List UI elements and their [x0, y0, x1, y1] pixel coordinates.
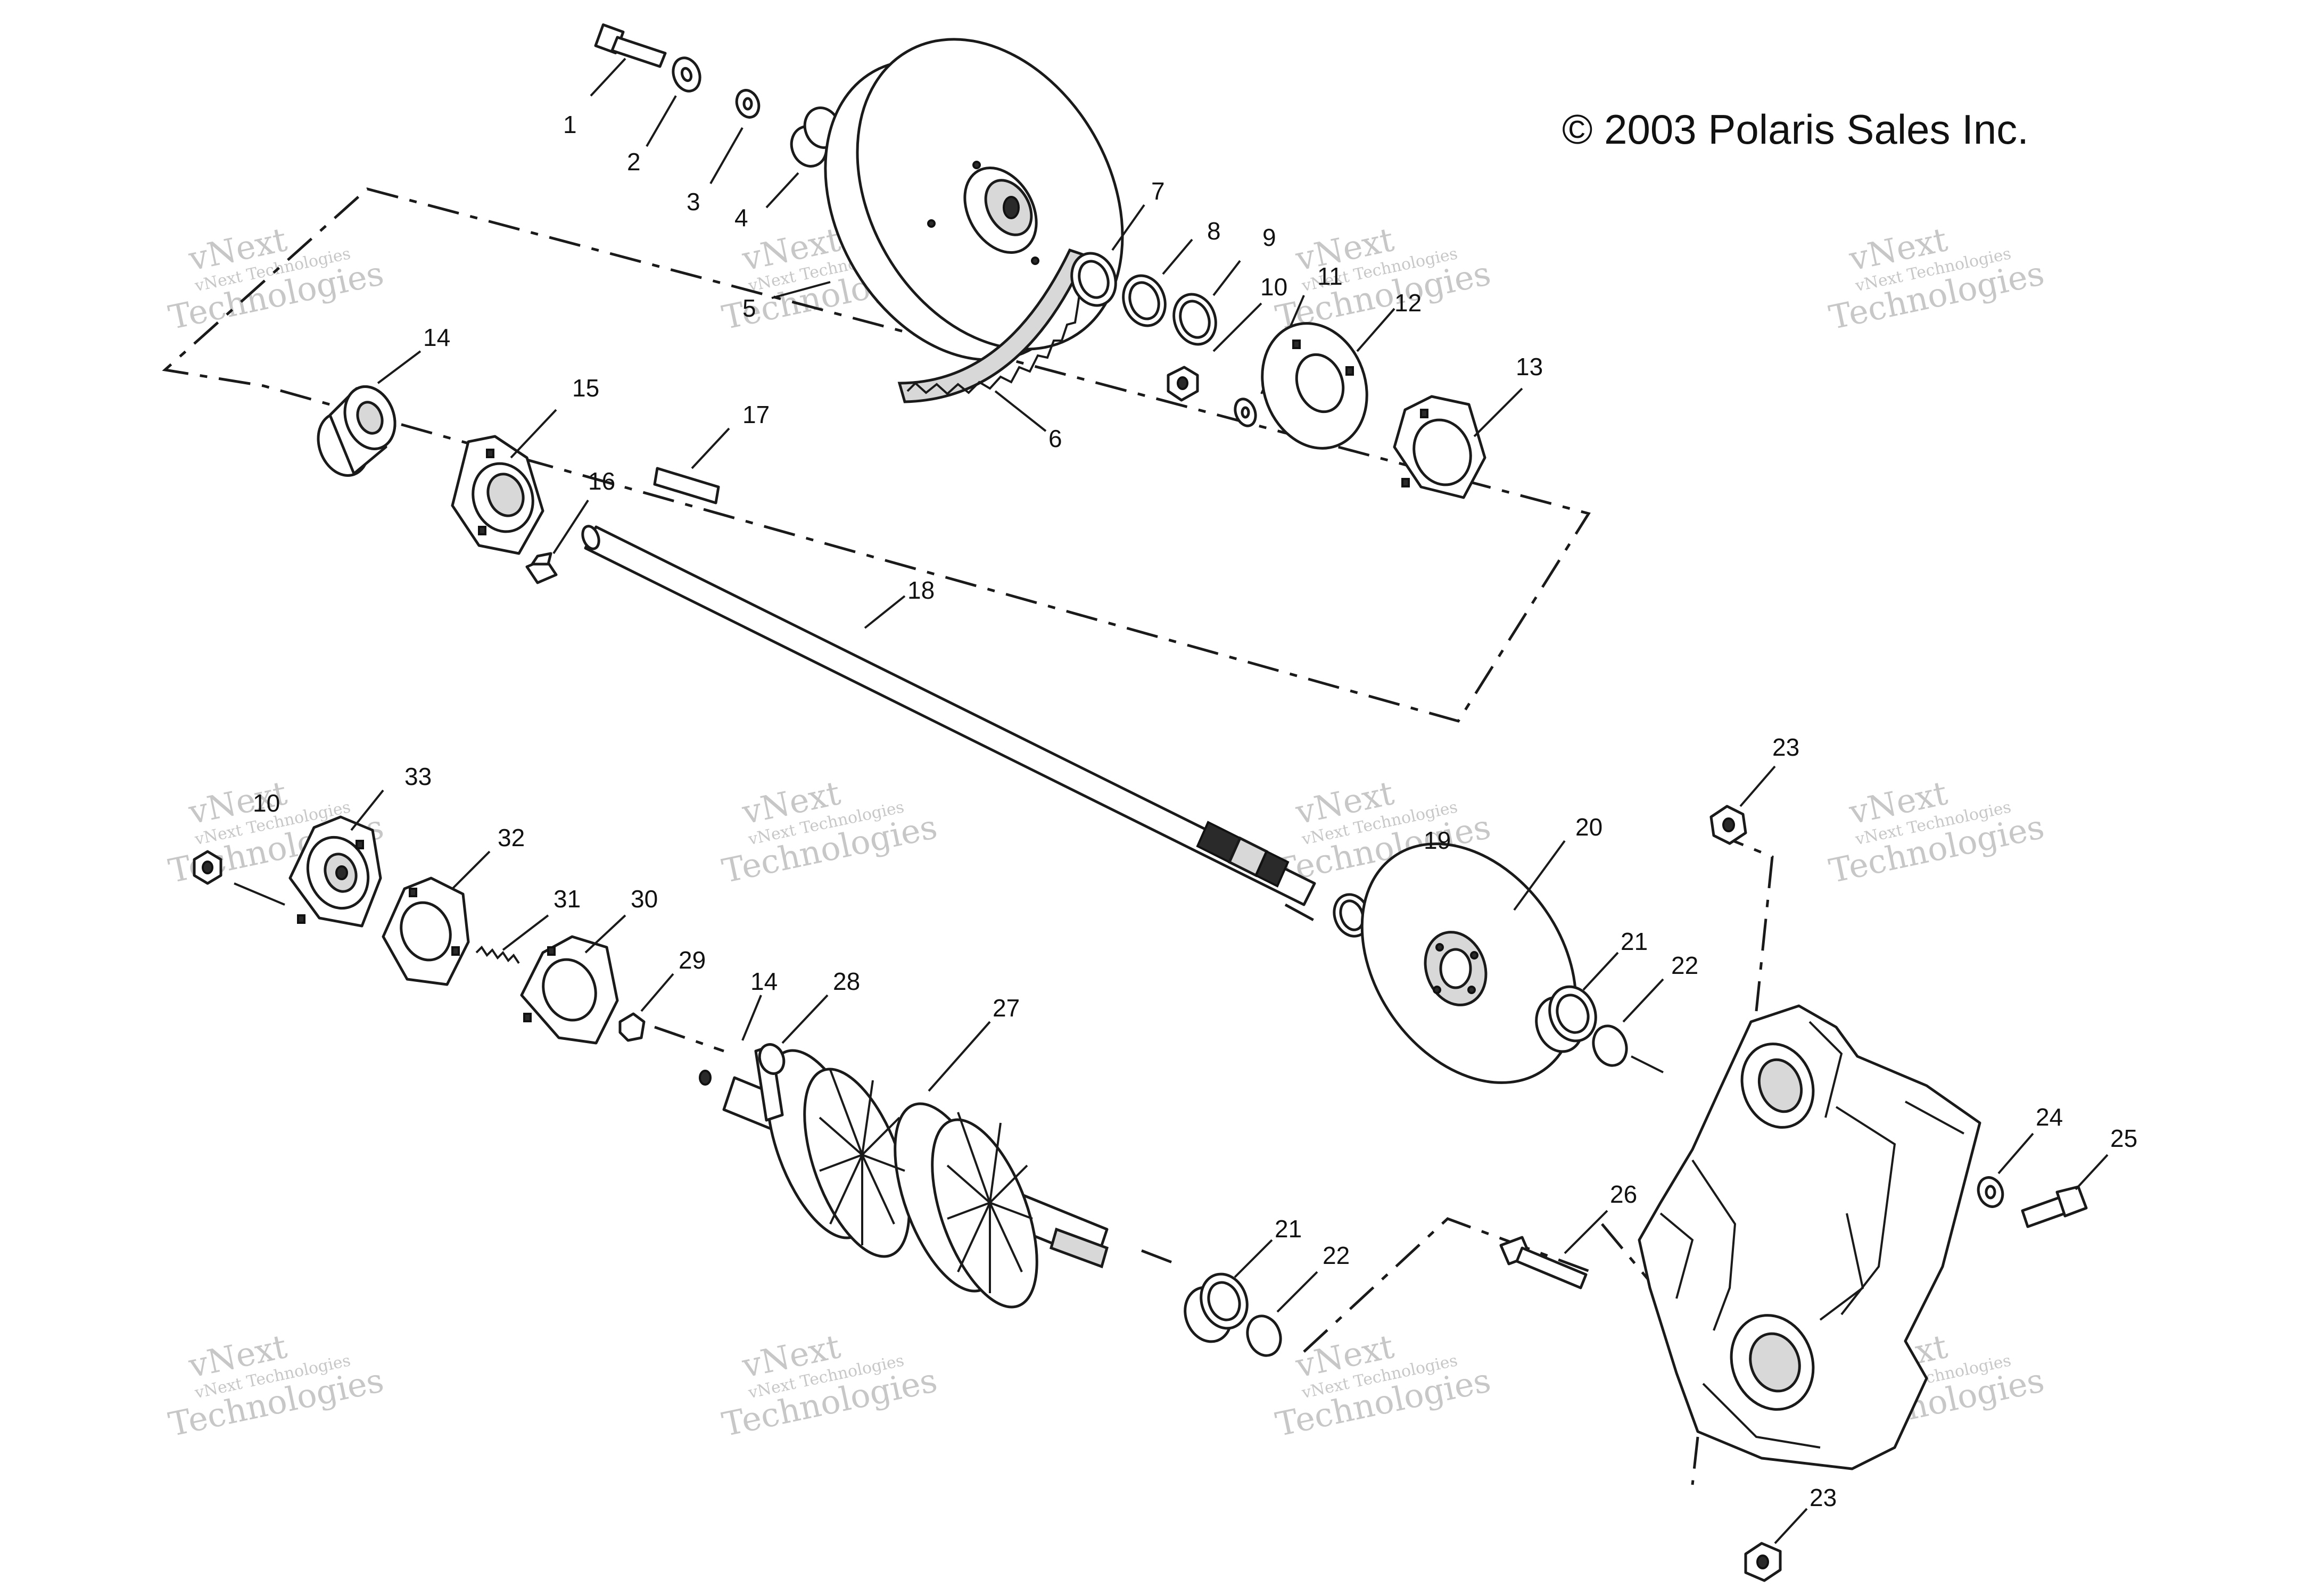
part-28-bearing	[758, 994, 829, 1075]
callout-14-lower: 14	[750, 967, 778, 995]
callout-25: 25	[2110, 1124, 2137, 1152]
part-24-washer	[1977, 1132, 2034, 1208]
part-2-washer	[646, 56, 701, 147]
part-33-bearing-flange	[288, 789, 384, 928]
part-1-bolt	[590, 23, 667, 97]
callout-23-bottom: 23	[1810, 1484, 1837, 1511]
callout-24: 24	[2036, 1103, 2063, 1131]
part-18-driveshaft	[581, 525, 1316, 906]
part-22-seal-lower	[1246, 1271, 1318, 1357]
callout-6: 6	[1048, 425, 1062, 452]
part-29-grease-fitting	[618, 973, 674, 1042]
watermark-10: vNext vNext Technologies Technologies	[718, 1327, 940, 1444]
callout-1: 1	[563, 111, 577, 138]
callout-2: 2	[627, 148, 641, 176]
part-14-bearing-lower	[741, 995, 762, 1041]
callout-17: 17	[742, 401, 770, 428]
callout-10-lower: 10	[253, 789, 280, 817]
part-12-bearing-flange	[1261, 308, 1395, 450]
part-8-ring	[1122, 238, 1193, 327]
callout-20: 20	[1575, 813, 1602, 841]
callout-8: 8	[1207, 217, 1221, 245]
callout-9: 9	[1262, 224, 1276, 251]
copyright-notice: © 2003 Polaris Sales Inc.	[1562, 106, 2029, 153]
callout-31: 31	[554, 885, 581, 913]
callout-labels: 1 2 3 4 5 6 7 8 9 10 11 12 13 14 15 16 1…	[253, 111, 2137, 1511]
callout-21-upper: 21	[1621, 928, 1648, 955]
assembly-line-shaft-center	[654, 903, 1316, 1266]
watermark-9: vNext vNext Technologies Technologies	[165, 1327, 387, 1444]
callout-23-top: 23	[1772, 733, 1799, 761]
part-17-key	[653, 427, 730, 505]
callout-5: 5	[742, 294, 756, 322]
watermark-8: vNext vNext Technologies Technologies	[1825, 773, 2047, 890]
watermark-group: vNext vNext Technologies Technologies vN…	[165, 220, 2047, 1444]
part-30-flange-plate	[520, 914, 626, 1045]
callout-13: 13	[1516, 353, 1543, 381]
part-21-bushing-lower	[1184, 1239, 1273, 1343]
part-21-bushing-upper	[1535, 952, 1619, 1053]
callout-10: 10	[1260, 273, 1287, 301]
callout-32: 32	[498, 824, 525, 851]
assembly-line-gearcase-top	[1713, 831, 1774, 1012]
part-25-bolt	[2021, 1154, 2109, 1228]
callout-14: 14	[423, 324, 450, 351]
part-23-nut-top	[1709, 765, 1776, 845]
part-32-plate	[382, 850, 491, 986]
part-3-washer	[709, 89, 761, 184]
callout-15: 15	[572, 374, 599, 402]
callout-11: 11	[1317, 262, 1343, 290]
watermark-3: vNext vNext Technologies Technologies	[1272, 220, 1494, 337]
callout-30: 30	[631, 885, 658, 913]
callout-28: 28	[833, 967, 860, 995]
part-9-ring	[1172, 260, 1241, 346]
part-10-nut-upper	[1167, 302, 1262, 402]
part-7-ring	[1070, 204, 1145, 307]
callout-33: 33	[404, 763, 432, 790]
callout-12: 12	[1394, 289, 1422, 317]
callout-27: 27	[993, 994, 1020, 1022]
callout-7: 7	[1151, 177, 1165, 205]
part-27-drive-sprockets	[699, 1021, 1109, 1309]
callout-19: 19	[1424, 826, 1451, 854]
watermark-6: vNext vNext Technologies Technologies	[718, 773, 940, 890]
watermark-1: vNext vNext Technologies Technologies	[165, 220, 387, 337]
part-13-flange-plate	[1393, 387, 1523, 499]
part-22-seal-upper	[1592, 978, 1664, 1073]
part-14-bearing-upper	[317, 350, 422, 477]
assembly-line-gearcase-bottom	[1691, 1436, 1699, 1485]
callout-21-lower: 21	[1275, 1215, 1302, 1243]
callout-29: 29	[679, 946, 706, 974]
part-16-bolt	[525, 499, 589, 584]
assembly-line-gearcase-left	[1303, 1217, 1592, 1353]
part-26-bolt	[1499, 1210, 1608, 1289]
part-10-nut-lower	[193, 850, 285, 906]
callout-22-lower: 22	[1323, 1242, 1350, 1269]
callout-16: 16	[588, 467, 615, 495]
part-20-brake-disc	[1360, 840, 1577, 1084]
callout-26: 26	[1610, 1180, 1637, 1208]
gearcase-housing	[1638, 1004, 1981, 1470]
assembly-outline-upper	[162, 187, 1591, 723]
callout-18: 18	[907, 576, 935, 604]
part-23-nut-bottom	[1744, 1508, 1808, 1582]
part-31-spring-pin	[475, 914, 549, 964]
callout-3: 3	[687, 188, 700, 216]
part-15-bearing-flange	[451, 409, 557, 555]
part-19-ring	[1333, 850, 1406, 938]
part-5-drive-drum	[771, 38, 1124, 361]
watermark-11: vNext vNext Technologies Technologies	[1272, 1327, 1494, 1444]
callout-22-upper: 22	[1671, 952, 1698, 979]
callout-4: 4	[734, 204, 748, 231]
watermark-4: vNext vNext Technologies Technologies	[1825, 220, 2047, 337]
